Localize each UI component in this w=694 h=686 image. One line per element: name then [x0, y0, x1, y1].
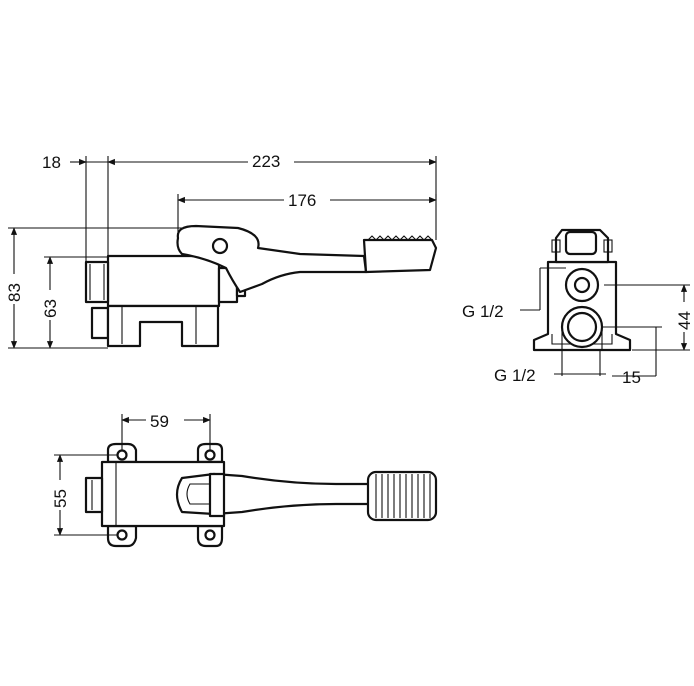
lever-pivot	[211, 237, 229, 255]
dimension-55: 55	[51, 489, 70, 508]
dimension-59: 59	[150, 412, 169, 431]
top-inlet	[84, 476, 104, 514]
thread-label-upper: G 1/2	[462, 302, 504, 321]
dimension-63: 63	[41, 299, 60, 318]
dimension-15: 15	[622, 368, 641, 387]
inlet-fitting-upper	[84, 260, 110, 304]
pedal-plate	[362, 238, 438, 274]
inlet-fitting-lower	[90, 306, 110, 340]
top-view: 59 55	[50, 408, 438, 548]
dimension-18: 18	[42, 153, 61, 172]
top-pedal	[366, 470, 438, 522]
dimension-44: 44	[675, 311, 694, 330]
thread-label-lower: G 1/2	[494, 366, 536, 385]
end-view: G 1/2 G 1/2 44 15	[462, 228, 694, 387]
side-view: 18 223 176 83 63	[4, 148, 438, 349]
dimension-223: 223	[252, 152, 280, 171]
top-lever	[175, 472, 372, 516]
base-feet	[106, 304, 220, 348]
dimension-83: 83	[5, 283, 24, 302]
dimension-176: 176	[288, 191, 316, 210]
mounting-plate	[106, 442, 138, 464]
valve-body	[106, 254, 221, 308]
